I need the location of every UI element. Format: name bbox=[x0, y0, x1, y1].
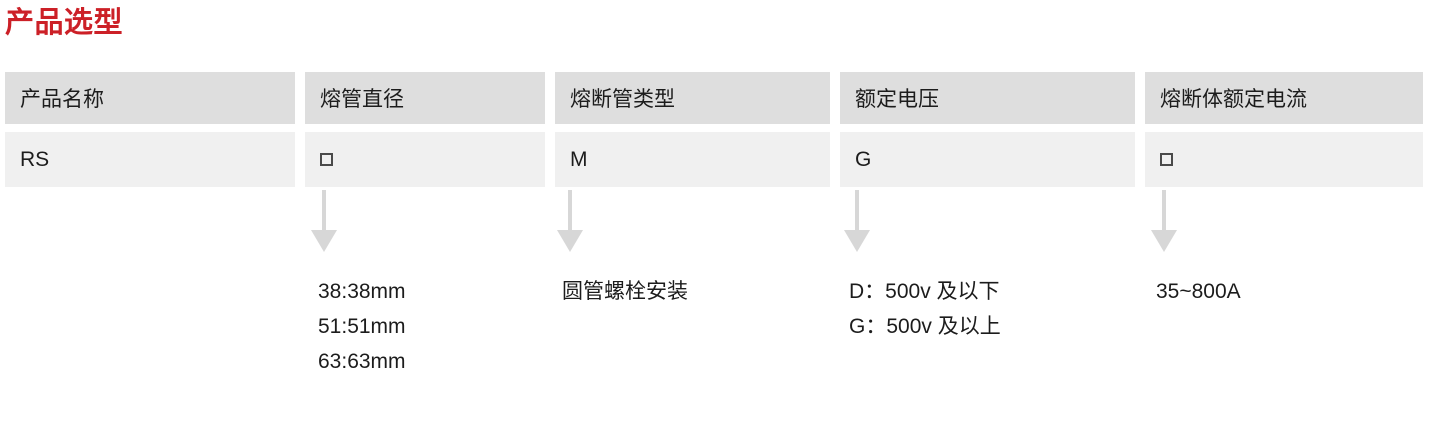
notes-rated-voltage: D：500v 及以下 G：500v 及以上 bbox=[849, 274, 1001, 344]
note-line: 圆管螺栓安装 bbox=[562, 280, 688, 303]
column-header-product-name: 产品名称 bbox=[5, 72, 295, 124]
page-title: 产品选型 bbox=[5, 7, 124, 39]
value-product-name: RS bbox=[5, 132, 295, 187]
column-header-fuse-tube-diameter: 熔管直径 bbox=[305, 72, 545, 124]
note-line: 35~800A bbox=[1156, 280, 1241, 303]
notes-fuse-tube-diameter: 38:38mm 51:51mm 63:63mm bbox=[318, 274, 406, 379]
placeholder-box-icon bbox=[320, 153, 333, 166]
note-line: G：500v 及以上 bbox=[849, 315, 1001, 338]
note-line: 63:63mm bbox=[318, 350, 406, 373]
placeholder-box-icon bbox=[1160, 153, 1173, 166]
note-line: D：500v 及以下 bbox=[849, 280, 1000, 303]
value-fuse-tube-diameter bbox=[305, 132, 545, 187]
column-header-fuse-link-rated-current: 熔断体额定电流 bbox=[1145, 72, 1423, 124]
column-header-fuse-tube-type: 熔断管类型 bbox=[555, 72, 830, 124]
note-line: 51:51mm bbox=[318, 315, 406, 338]
column-header-rated-voltage: 额定电压 bbox=[840, 72, 1135, 124]
table-header-row: 产品名称 熔管直径 熔断管类型 额定电压 熔断体额定电流 bbox=[0, 72, 1431, 124]
value-fuse-link-rated-current bbox=[1145, 132, 1423, 187]
value-fuse-tube-type: M bbox=[555, 132, 830, 187]
table-value-row: RS M G bbox=[0, 132, 1431, 187]
value-rated-voltage: G bbox=[840, 132, 1135, 187]
note-line: 38:38mm bbox=[318, 280, 406, 303]
product-selection-table: 产品名称 熔管直径 熔断管类型 额定电压 熔断体额定电流 RS M G bbox=[0, 72, 1431, 187]
notes-fuse-tube-type: 圆管螺栓安装 bbox=[562, 274, 688, 309]
notes-fuse-link-rated-current: 35~800A bbox=[1156, 274, 1241, 309]
